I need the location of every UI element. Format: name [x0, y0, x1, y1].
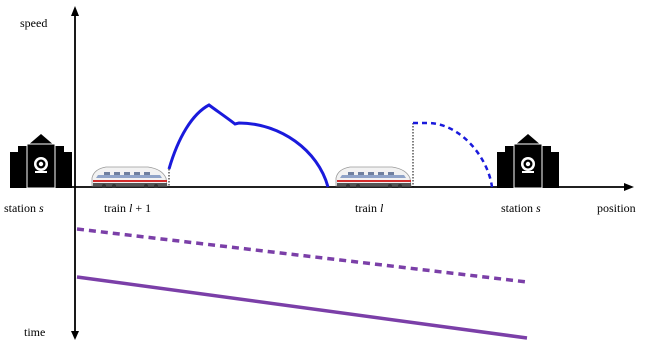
speed-profile-train-next [167, 103, 330, 188]
speed-axis-label: speed [20, 16, 47, 30]
station-left-label: station s [4, 201, 44, 215]
station-right-label: station s [501, 201, 541, 215]
time-trajectory-train-current [76, 227, 528, 284]
train-current-icon [335, 166, 412, 189]
station-right-icon [496, 133, 560, 189]
station-left-icon [9, 133, 73, 189]
speed-arrow-icon [71, 6, 79, 16]
speed-profile-train-current [413, 121, 494, 188]
train-next-icon [91, 166, 168, 189]
time-axis-label: time [24, 325, 45, 339]
time-arrow-icon [71, 331, 79, 340]
time-trajectory-train-next [76, 275, 528, 340]
position-arrow-icon [624, 183, 634, 191]
train-next-label: train l + 1 [104, 201, 151, 215]
train-current-label: train l [355, 201, 384, 215]
position-axis-label: position [597, 201, 636, 215]
